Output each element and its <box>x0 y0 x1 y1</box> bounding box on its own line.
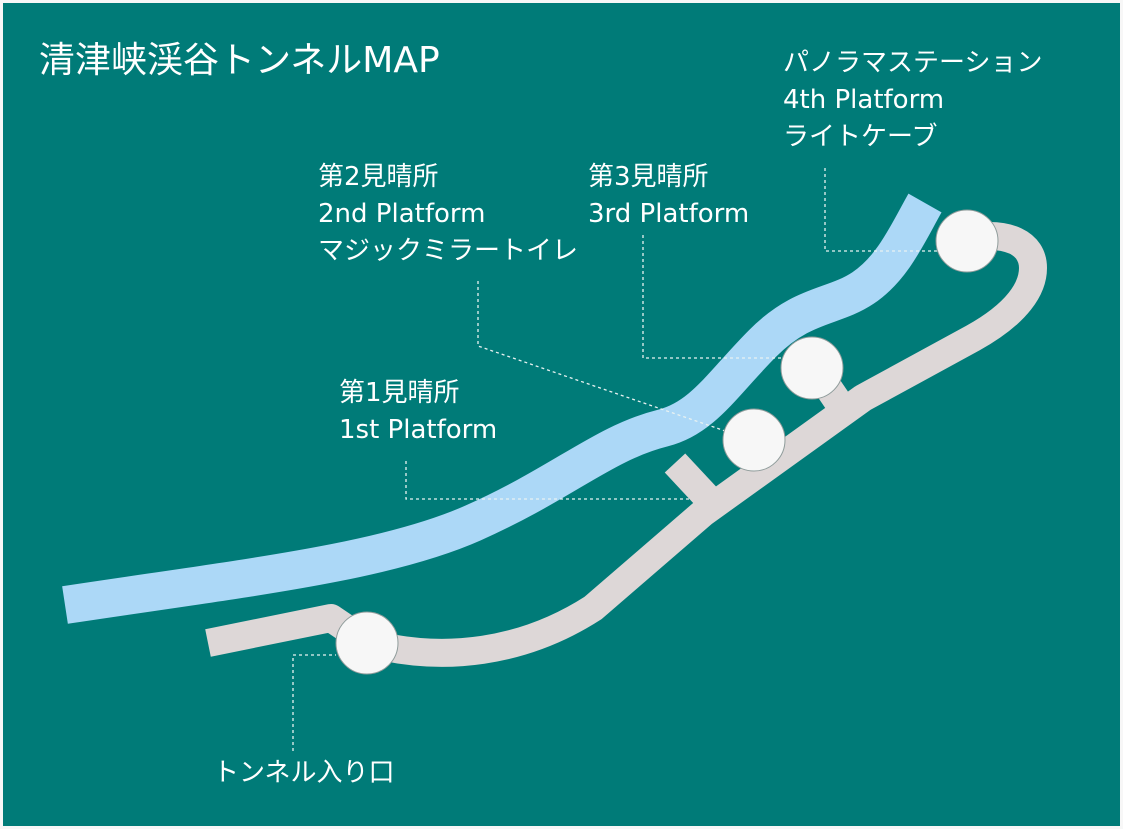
label-entrance: トンネル入り口 <box>213 755 394 792</box>
map-title: 清津峡渓谷トンネルMAP <box>39 40 440 81</box>
station-panorama <box>935 209 999 273</box>
leader-panorama <box>824 168 938 252</box>
tunnel-branch-viewpoint1 <box>664 453 728 518</box>
label-viewpoint3: 第3見晴所 3rd Platform <box>588 159 749 233</box>
map-graphic <box>62 168 1047 751</box>
entrance-name: トンネル入り口 <box>213 758 395 788</box>
viewpoint1-name: 第1見晴所 <box>339 378 460 408</box>
panorama-platform: 4th Platform <box>783 85 945 115</box>
label-viewpoint2: 第2見晴所 2nd Platform マジックミラートイレ <box>318 159 578 270</box>
viewpoint2-feature: マジックミラートイレ <box>318 236 579 266</box>
label-viewpoint1: 第1見晴所 1st Platform <box>339 375 497 449</box>
viewpoint3-platform: 3rd Platform <box>588 199 750 229</box>
viewpoint1-platform: 1st Platform <box>339 415 498 445</box>
viewpoint3-name: 第3見晴所 <box>588 162 709 192</box>
panorama-name: パノラマステーション <box>783 48 1043 78</box>
leader-viewpoint1 <box>405 461 691 500</box>
tunnel-main <box>205 222 1047 667</box>
station-viewpoint3 <box>780 336 844 400</box>
station-entrance <box>335 611 399 675</box>
viewpoint2-name: 第2見晴所 <box>318 162 439 192</box>
leader-entrance <box>292 654 336 751</box>
leader-viewpoint3 <box>642 235 786 359</box>
viewpoint2-platform: 2nd Platform <box>318 199 486 229</box>
panorama-feature: ライトケーブ <box>783 122 938 152</box>
label-panorama-station: パノラマステーション 4th Platform ライトケーブ <box>783 45 1042 156</box>
river <box>62 193 942 624</box>
station-viewpoint2 <box>722 408 786 472</box>
